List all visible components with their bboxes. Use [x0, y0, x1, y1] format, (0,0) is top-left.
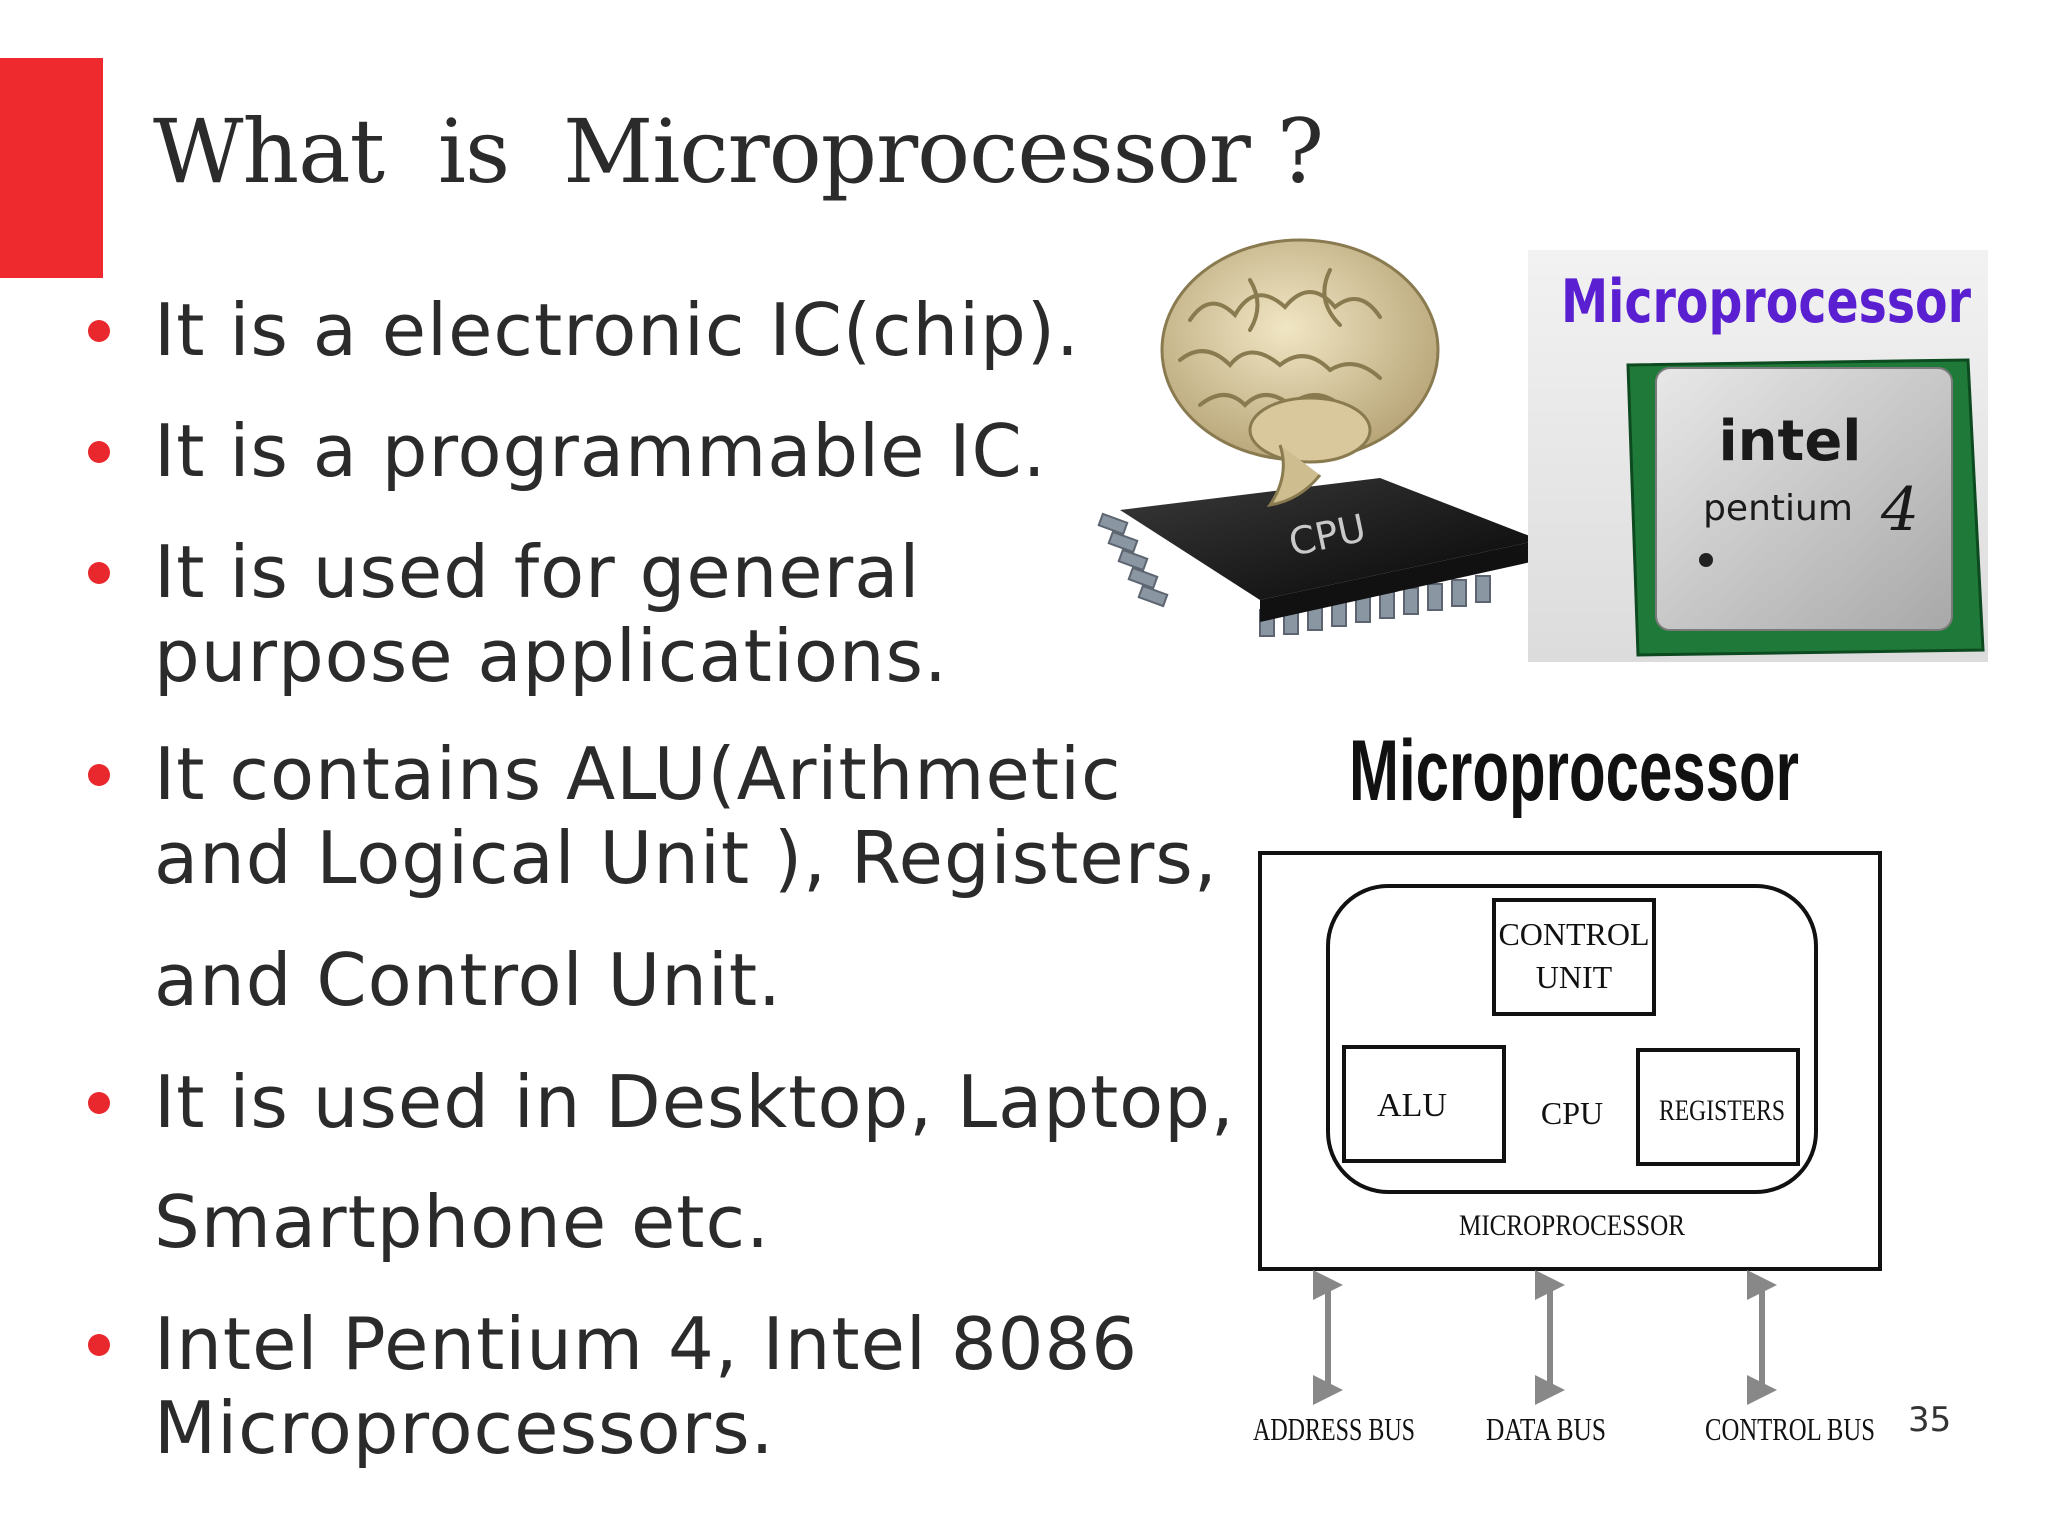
microprocessor-outer-box — [1258, 851, 1882, 1271]
bullet-6-line-1: Intel Pentium 4, Intel 8086 — [154, 1302, 1139, 1386]
bullet-6-line-2: Microprocessors. — [154, 1386, 775, 1470]
data-bus-label: DATA BUS — [1486, 1411, 1606, 1447]
bullet-marker — [88, 1334, 110, 1356]
bullet-marker — [88, 562, 110, 584]
brain-cpu-illustration: CPU — [1097, 238, 1540, 637]
heat-spreader — [1655, 367, 1953, 631]
alu-label: ALU — [1377, 1087, 1447, 1124]
control-unit-box — [1492, 898, 1656, 1016]
bullet-marker — [88, 764, 110, 786]
control-bus-label: CONTROL BUS — [1705, 1411, 1875, 1447]
registers-label: REGISTERS — [1659, 1094, 1785, 1127]
bullet-4-line-2: and Logical Unit ), Registers, — [154, 816, 1218, 900]
intel-box-heading: Microprocessor — [1561, 267, 1971, 337]
control-unit-label-1: CONTROL — [1498, 916, 1649, 952]
microprocessor-label: MICROPROCESSOR — [1459, 1209, 1685, 1242]
pentium-label: pentium — [1703, 488, 1853, 529]
bullet-3-line-2: purpose applications. — [154, 614, 948, 698]
bullet-marker — [88, 441, 110, 463]
alu-box — [1342, 1045, 1506, 1163]
bullet-3-line-1: It is used for general — [154, 530, 921, 614]
slide-title: What is Microprocessor ? — [153, 100, 1324, 203]
intel-pentium-image: Microprocessor intel pentium 4 — [1528, 250, 1988, 662]
brain-icon — [1160, 238, 1440, 508]
bullet-5-line-2: Smartphone etc. — [154, 1180, 770, 1264]
bullet-4-line-3: and Control Unit. — [154, 938, 782, 1022]
bullet-4-line-1: It contains ALU(Arithmetic — [154, 732, 1122, 816]
cpu-inner-box — [1326, 884, 1818, 1194]
intel-logo: intel — [1718, 409, 1861, 474]
address-bus-label: ADDRESS BUS — [1253, 1411, 1415, 1447]
microprocessor-block-diagram: Microprocessor CONTROL UNIT ALU CPU REGI… — [1253, 723, 1882, 1447]
bullet-2-line-1: It is a programmable IC. — [154, 409, 1047, 493]
pin1-dot — [1699, 553, 1713, 567]
bullet-marker — [88, 320, 110, 342]
pentium-model-number: 4 — [1880, 475, 1919, 545]
bullet-marker — [88, 1092, 110, 1114]
bullet-1-line-1: It is a electronic IC(chip). — [154, 288, 1080, 372]
control-unit-label-2: UNIT — [1536, 959, 1613, 995]
registers-box — [1636, 1048, 1800, 1166]
diagram-heading: Microprocessor — [1349, 723, 1799, 819]
bullet-5-line-1: It is used in Desktop, Laptop, — [154, 1060, 1235, 1144]
page-number: 35 — [1908, 1400, 1952, 1440]
cpu-label: CPU — [1541, 1095, 1603, 1131]
title-accent-bar — [0, 58, 103, 278]
cpu-chip-icon — [1120, 478, 1540, 600]
